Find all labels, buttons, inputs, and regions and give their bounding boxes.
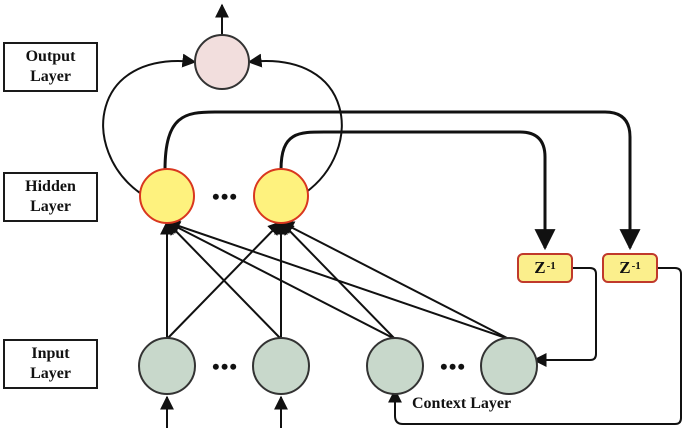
hidden1-to-output-edge — [102, 53, 197, 194]
delay-unit-2-base: Z — [619, 258, 631, 277]
hidden-layer-label-line2: Layer — [30, 198, 71, 215]
hidden-node-2 — [253, 168, 309, 224]
output-layer-label-line2: Layer — [30, 68, 71, 85]
input-layer-label-line2: Layer — [30, 365, 71, 382]
delay-unit-1-exponent: -1 — [546, 260, 556, 272]
input-layer-label-line1: Input — [31, 345, 70, 362]
input-node-2 — [252, 337, 310, 395]
input-ellipsis: ••• — [212, 354, 239, 379]
hidden-node-1 — [139, 168, 195, 224]
hidden-layer-label-line1: Hidden — [25, 178, 76, 195]
input-to-hidden-edges — [160, 219, 510, 340]
delay2-to-context-edge — [388, 267, 682, 425]
hidden1-to-delay2-edge — [163, 110, 641, 251]
input-node-1 — [138, 337, 196, 395]
context-layer-label: Context Layer — [412, 395, 512, 412]
output-layer-label-line1: Output — [25, 48, 76, 65]
hidden2-to-output-edge — [247, 53, 343, 194]
hidden-ellipsis: ••• — [212, 184, 239, 209]
output-node — [194, 34, 250, 90]
output-layer-label: Output Layer — [3, 42, 98, 92]
hidden-layer-label: Hidden Layer — [3, 172, 98, 222]
input-layer-label: Input Layer — [3, 339, 98, 389]
hidden2-to-delay1-edge — [279, 130, 556, 251]
delay-unit-1: Z-1 — [517, 253, 573, 283]
delay-unit-2: Z-1 — [602, 253, 658, 283]
context-node-2 — [480, 337, 538, 395]
context-node-1 — [366, 337, 424, 395]
context-ellipsis: ••• — [440, 354, 467, 379]
delay-unit-2-exponent: -1 — [631, 260, 641, 272]
delay1-to-context-edge — [532, 267, 597, 367]
delay-unit-1-base: Z — [534, 258, 546, 277]
